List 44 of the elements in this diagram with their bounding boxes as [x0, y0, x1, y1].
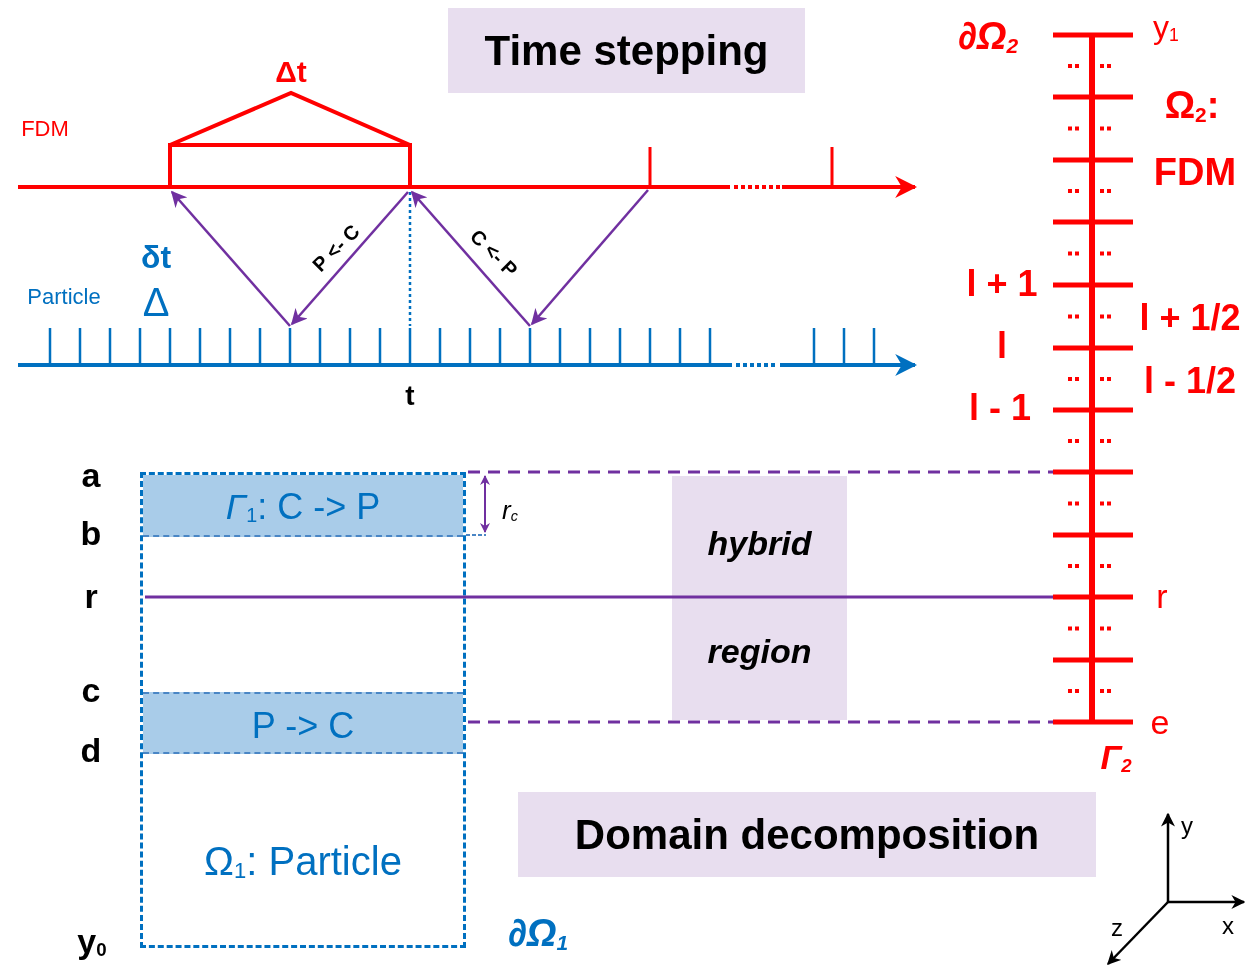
grid-index-label: l - 1 — [969, 390, 1031, 426]
domain-label: Ω$_{1}$: Particle — [204, 841, 402, 883]
boundary-label: Γ$_{2}$ — [1100, 740, 1132, 776]
grid-index-label: l + 1 — [966, 266, 1038, 302]
domain-label: Ω$_{2}$: — [1164, 86, 1220, 126]
region-box — [672, 476, 847, 720]
coupling-band — [143, 692, 463, 754]
coordinate-label: d — [80, 733, 102, 767]
band-label: Γ$_{1}$: C -> P — [225, 489, 381, 526]
axis-label: z — [1111, 916, 1123, 940]
time-label: t — [405, 382, 415, 410]
grid-index-label: l - 1/2 — [1144, 363, 1236, 399]
coordinate-label: y$_{0}$ — [77, 924, 107, 960]
dimension-label: r$_{c}$ — [502, 496, 518, 524]
axis-label: y — [1181, 814, 1193, 838]
coordinate-label: e — [1150, 705, 1170, 739]
region-label: region — [707, 634, 812, 668]
coordinate-label: a — [81, 458, 101, 492]
title-text: Time stepping — [484, 30, 769, 72]
title-box — [448, 8, 805, 93]
axis-label: FDM — [21, 118, 69, 140]
coordinate-label: b — [80, 516, 102, 550]
time-step-label: Δt — [275, 57, 307, 87]
domain-label: FDM — [1153, 153, 1237, 191]
coupling-band — [143, 475, 463, 537]
axis-label: Particle — [27, 286, 101, 308]
coordinate-label: c — [81, 673, 101, 707]
step-symbol: Δ — [142, 282, 170, 322]
coordinate-label: r — [1156, 579, 1168, 613]
arrow-label: P <- C — [308, 220, 364, 276]
boundary-label: ∂Ω$_{2}$ — [957, 17, 1019, 57]
coordinate-label: y$_{1}$ — [1153, 11, 1179, 45]
coordinate-label: r — [84, 579, 98, 613]
grid-index-label: l + 1/2 — [1139, 300, 1241, 336]
grid-index-label: l — [997, 328, 1007, 364]
boundary-label: ∂Ω$_{1}$ — [507, 914, 569, 954]
domain-box — [140, 472, 466, 948]
arrow-label: C <- P — [466, 225, 522, 281]
time-step-label: δt — [140, 241, 172, 273]
title-text: Domain decomposition — [574, 814, 1040, 856]
region-label: hybrid — [707, 526, 812, 560]
title-box — [518, 792, 1096, 877]
band-label: P -> C — [251, 708, 355, 744]
axis-label: x — [1222, 914, 1234, 938]
